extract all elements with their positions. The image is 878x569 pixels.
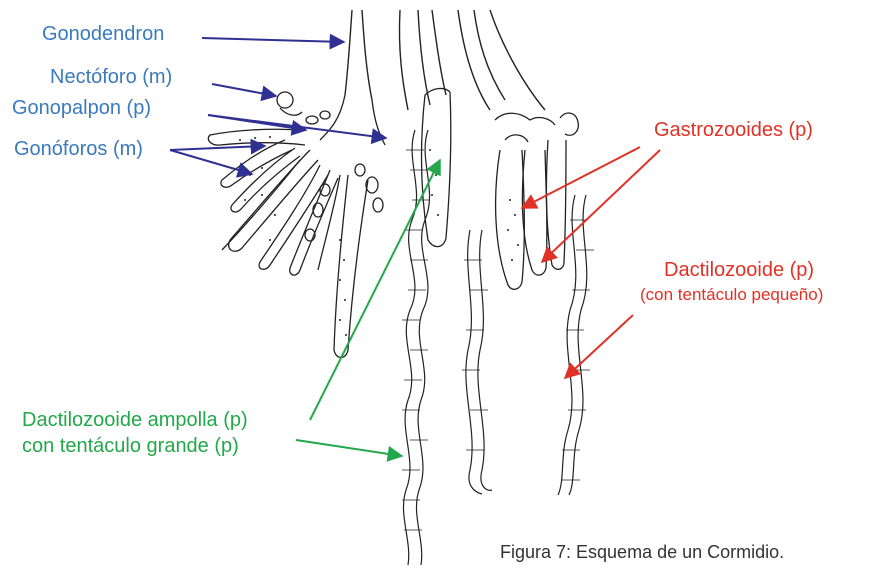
- arrow-dactilozooide: [565, 315, 633, 378]
- label-dactilozooide: Dactilozooide (p): [664, 258, 814, 282]
- arrow-gonoforos-b: [170, 150, 252, 174]
- label-ampolla-sub: con tentáculo grande (p): [22, 434, 239, 458]
- label-gonoforos: Gonóforos (m): [14, 137, 143, 161]
- figure-caption: Figura 7: Esquema de un Cormidio.: [500, 542, 784, 564]
- arrow-tentaculo: [296, 440, 402, 456]
- label-gastrozooides: Gastrozooides (p): [654, 118, 813, 142]
- arrow-nectoforo: [212, 84, 276, 96]
- arrow-gonoforos-a: [170, 146, 265, 150]
- red-arrows: [522, 147, 660, 378]
- label-dactilozooide-sub: (con tentáculo pequeño): [640, 285, 823, 305]
- label-ampolla: Dactilozooide ampolla (p): [22, 408, 248, 432]
- arrow-gonodendron: [202, 38, 344, 42]
- arrow-gonopalpon-b: [208, 115, 386, 138]
- stems: [345, 10, 545, 110]
- label-gonodendron: Gonodendron: [42, 22, 164, 46]
- gonodendron-drawing: [208, 92, 385, 358]
- blue-arrows: [170, 38, 386, 174]
- label-gonopalpon: Gonopalpon (p): [12, 96, 151, 120]
- label-nectoforo: Nectóforo (m): [50, 65, 172, 89]
- arrow-gastrozooid-a: [522, 147, 640, 208]
- stipple-dots: [239, 136, 519, 336]
